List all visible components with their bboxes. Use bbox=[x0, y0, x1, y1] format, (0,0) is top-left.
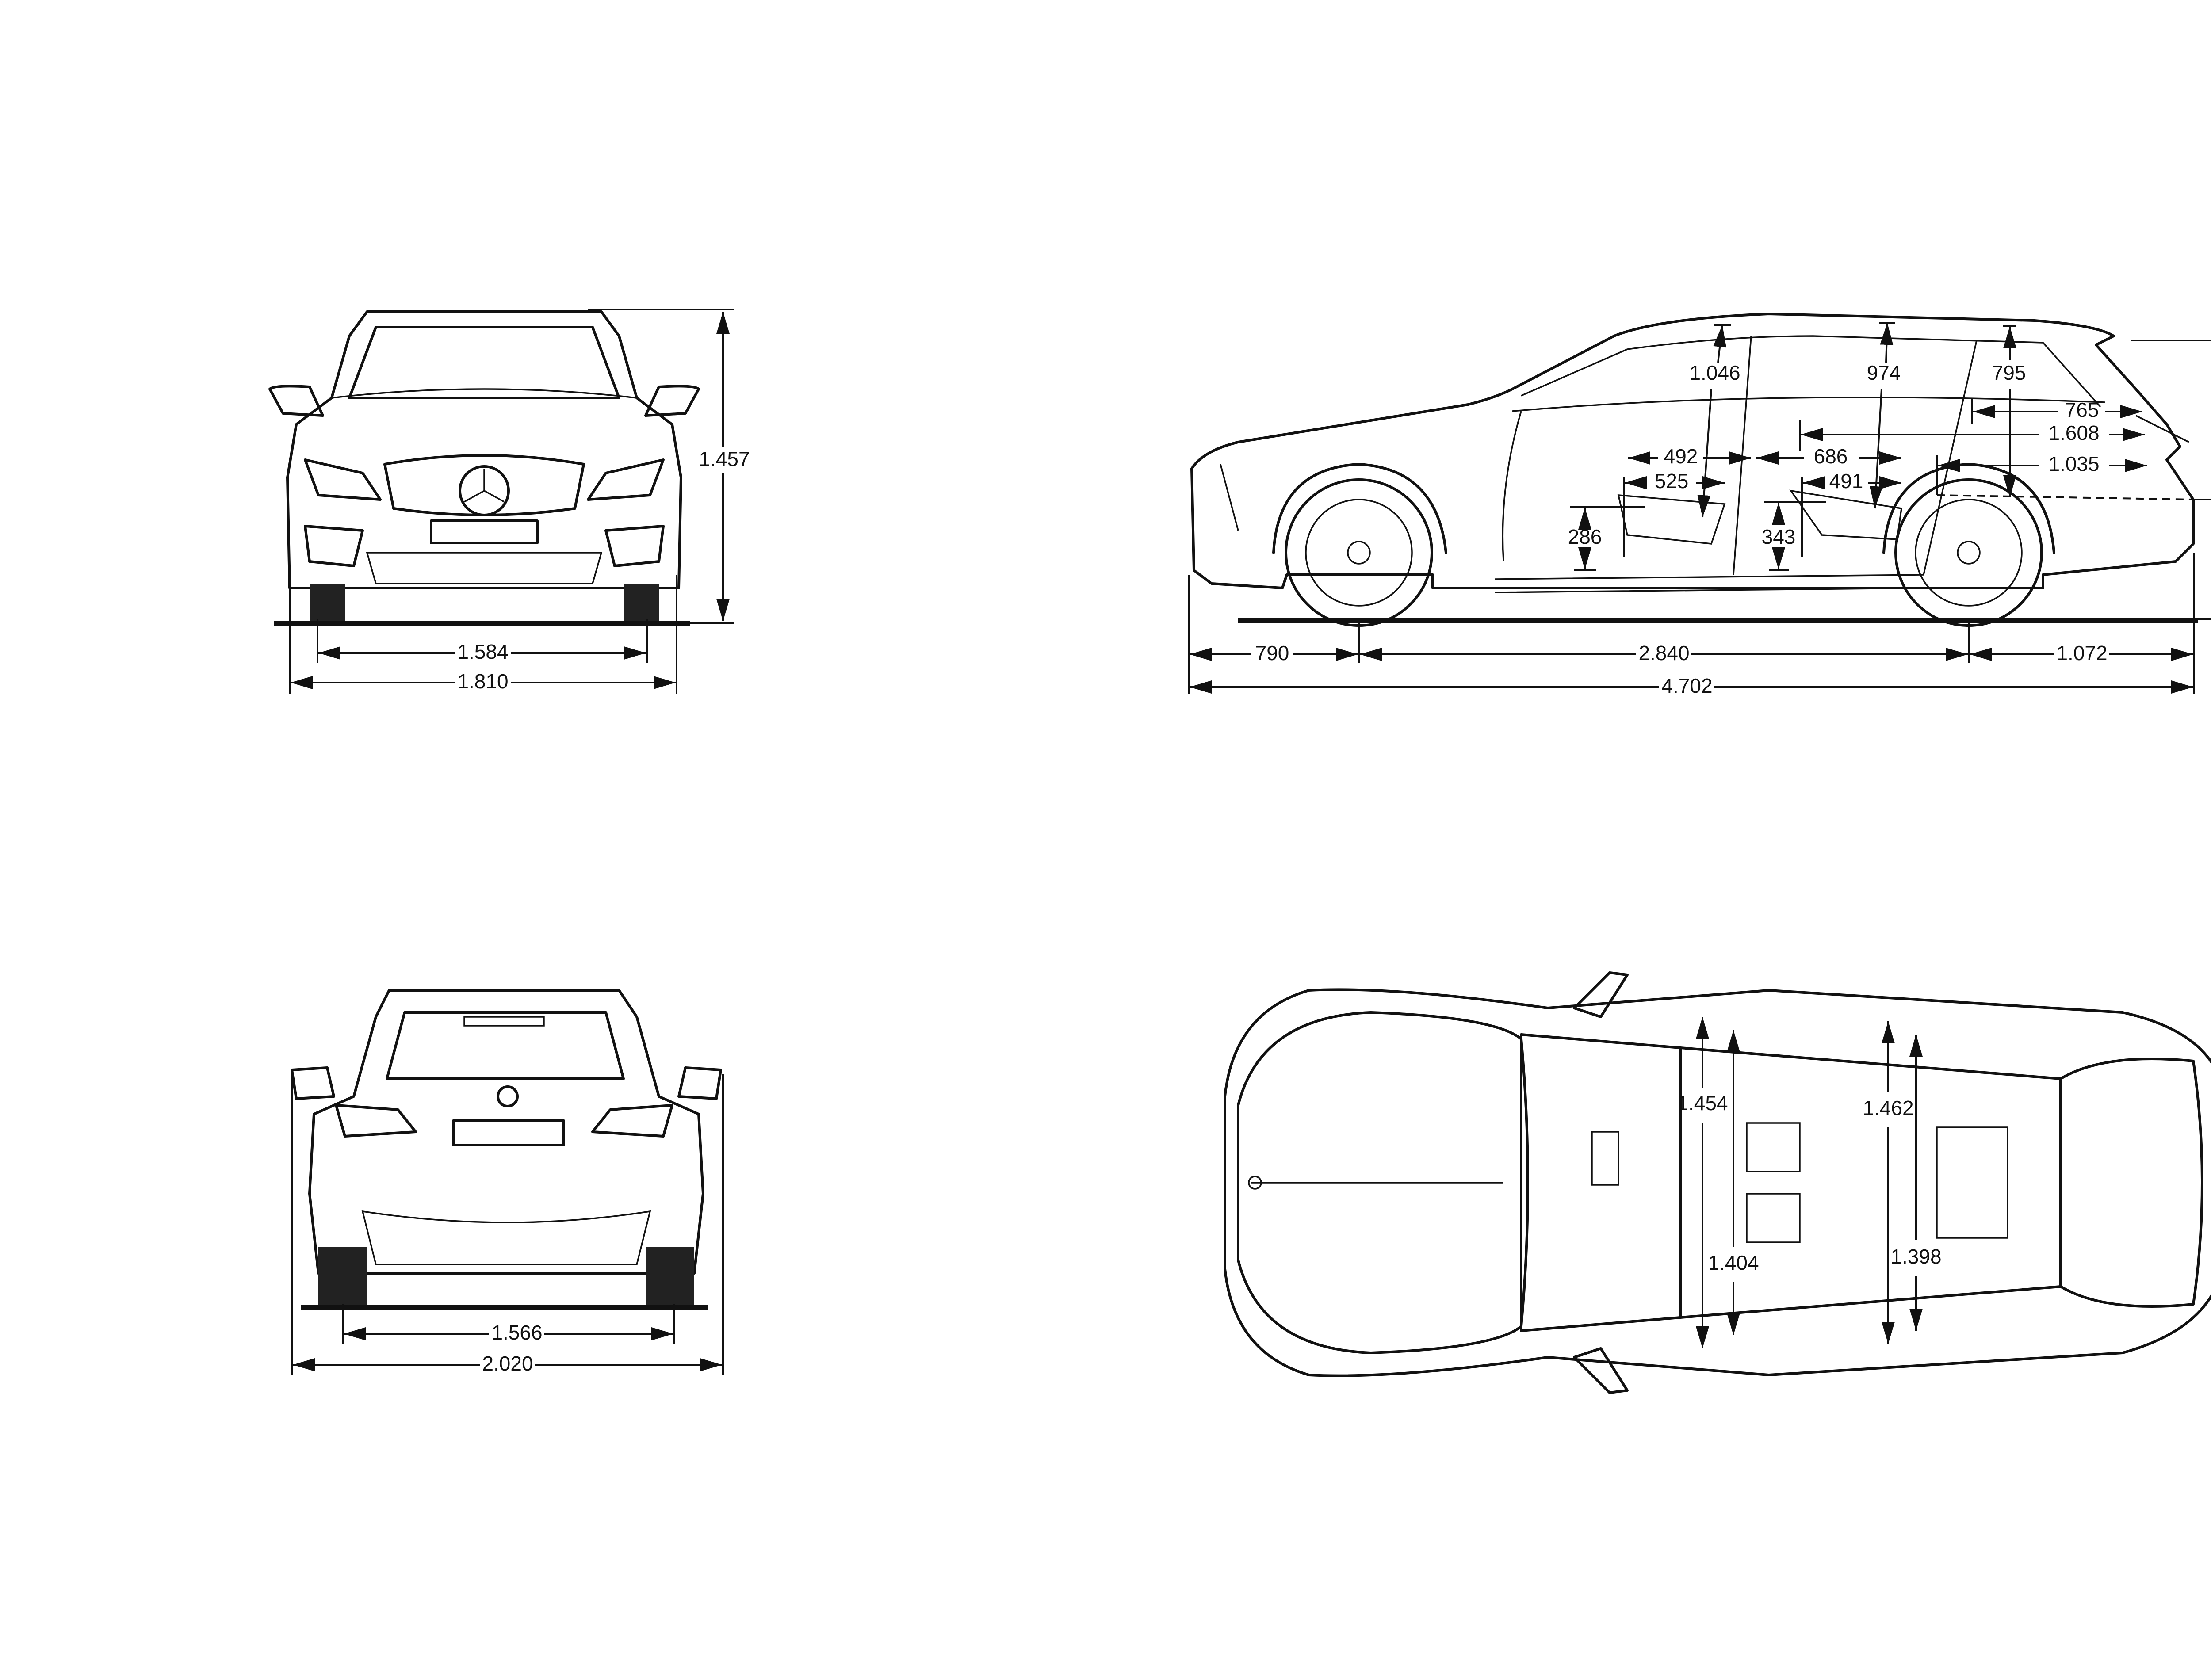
rear-view: 1.566 2.020 bbox=[291, 989, 724, 1377]
top-view: 1.454 1.462 1.404 1.398 bbox=[1224, 971, 2211, 1394]
front-car-outline bbox=[268, 310, 700, 621]
front-headroom-label: 1.046 bbox=[1689, 361, 1740, 384]
front-elbow-label: 1.404 bbox=[1708, 1251, 1759, 1274]
front-height-label: 1.457 bbox=[699, 447, 750, 470]
wheelbase-label: 2.840 bbox=[1638, 641, 1689, 664]
front-seat-height-label: 286 bbox=[1568, 525, 1602, 548]
side-car-outline bbox=[1190, 313, 2195, 627]
rear-headroom-label: 974 bbox=[1867, 361, 1901, 384]
rear-elbow-label: 1.398 bbox=[1890, 1245, 1941, 1268]
rear-track-label: 1.566 bbox=[491, 1321, 542, 1344]
front-width-label: 1.810 bbox=[457, 670, 508, 693]
length-label: 4.702 bbox=[1661, 674, 1712, 697]
front-view: 1.457 1.584 1.810 bbox=[268, 309, 750, 695]
side-view: 790 2.840 1.072 4.702 709 590 1.046 974 … bbox=[1188, 313, 2211, 699]
rear-shoulder-label: 1.462 bbox=[1863, 1096, 1913, 1119]
cargo-length-floor-label: 1.035 bbox=[2048, 452, 2099, 475]
cargo-length-top-label: 765 bbox=[2065, 398, 2099, 421]
front-track-label: 1.584 bbox=[457, 640, 508, 663]
front-legroom-a-label: 492 bbox=[1664, 445, 1698, 468]
rear-overhang-label: 1.072 bbox=[2056, 641, 2107, 664]
top-car-outline bbox=[1224, 971, 2211, 1394]
rear-legroom-a-label: 686 bbox=[1814, 445, 1848, 468]
rear-seat-height-label: 343 bbox=[1762, 525, 1796, 548]
rear-car-outline bbox=[291, 989, 722, 1306]
front-shoulder-label: 1.454 bbox=[1677, 1092, 1728, 1115]
cargo-height-label: 795 bbox=[1992, 361, 2026, 384]
rear-legroom-b-label: 491 bbox=[1829, 470, 1863, 493]
rear-width-label: 2.020 bbox=[482, 1352, 533, 1375]
front-legroom-b-label: 525 bbox=[1655, 470, 1689, 493]
front-overhang-label: 790 bbox=[1255, 641, 1289, 664]
cargo-length-rear-seats-label: 1.608 bbox=[2048, 421, 2099, 444]
